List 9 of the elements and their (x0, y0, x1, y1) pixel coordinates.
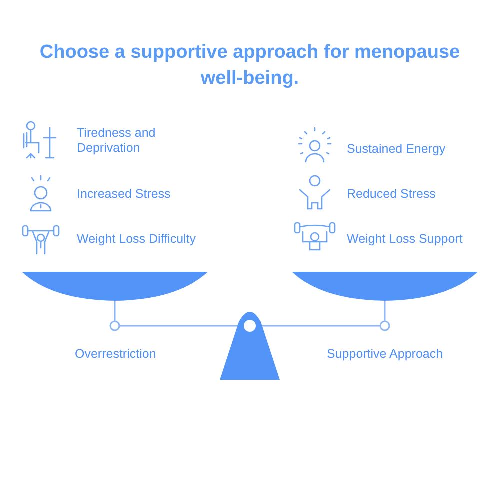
title: Choose a supportive approach for menopause well-being. (38, 41, 462, 91)
item-label: Increased Stress (77, 187, 172, 202)
side-label: Overrestriction (75, 347, 158, 362)
item-label: Weight Loss Difficulty (77, 232, 198, 247)
item-label: Weight Loss Support (347, 232, 464, 247)
item-label: Sustained Energy (347, 142, 447, 157)
item-label: Reduced Stress (347, 187, 437, 202)
item-label: Tiredness and Deprivation (77, 126, 157, 156)
side-label: Supportive Approach (327, 347, 444, 362)
